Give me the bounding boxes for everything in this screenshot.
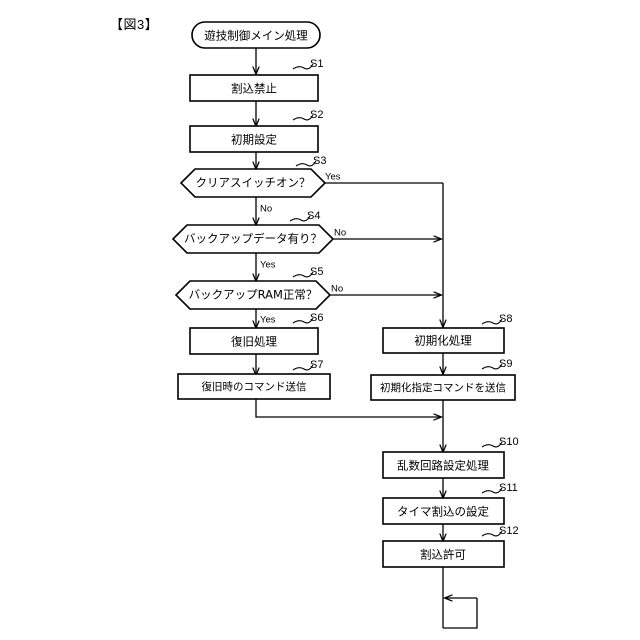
node-s2[interactable]: 初期設定 — [189, 125, 319, 153]
node-s4[interactable]: バックアップデータ有り？ — [171, 224, 335, 254]
node-s10[interactable]: 乱数回路設定処理 — [382, 451, 505, 479]
step-label-s9: S9 — [499, 358, 512, 370]
branch-label-s3-yes: Yes — [325, 172, 341, 183]
node-s9-label: 初期化指定コマンドを送信 — [380, 381, 506, 394]
step-label-s12: S12 — [499, 525, 519, 537]
connector-s7-to-rail — [255, 398, 441, 417]
step-label-s4: S4 — [307, 210, 320, 222]
leader-s2 — [292, 114, 314, 121]
step-label-s3: S3 — [313, 155, 326, 167]
node-s5[interactable]: バックアップRAM正常？ — [174, 280, 332, 310]
node-s1[interactable]: 割込禁止 — [189, 74, 319, 102]
node-s12[interactable]: 割込許可 — [382, 540, 505, 568]
node-s2-label: 初期設定 — [231, 133, 277, 147]
leader-s11 — [481, 487, 503, 494]
node-s4-label: バックアップデータ有り？ — [184, 232, 322, 246]
branch-label-s3-no: No — [260, 204, 272, 215]
step-label-s11: S11 — [499, 482, 518, 494]
node-s11-label: タイマ割込の設定 — [397, 505, 489, 519]
node-s3[interactable]: クリアスイッチオン？ — [179, 168, 327, 198]
node-s7-label: 復旧時のコマンド送信 — [202, 380, 307, 393]
node-s8-label: 初期化処理 — [414, 334, 472, 348]
step-label-s5: S5 — [310, 266, 323, 278]
branch-label-s4-no: No — [334, 228, 346, 239]
step-label-s2: S2 — [310, 109, 323, 121]
leader-s9 — [481, 363, 503, 370]
node-s12-label: 割込許可 — [420, 548, 466, 562]
node-s3-label: クリアスイッチオン？ — [196, 176, 311, 190]
step-label-s6: S6 — [310, 312, 323, 324]
leader-s3 — [295, 160, 317, 167]
branch-label-s4-yes: Yes — [260, 260, 276, 271]
leader-s10 — [481, 441, 503, 448]
figure-title: 【図3】 — [110, 17, 159, 32]
leader-s5 — [292, 271, 314, 278]
branch-label-s5-yes: Yes — [260, 315, 276, 326]
leader-s7 — [292, 364, 314, 371]
step-label-s10: S10 — [499, 436, 519, 448]
leader-s8 — [481, 318, 503, 325]
leader-s6 — [292, 317, 314, 324]
leader-s12 — [481, 530, 503, 537]
branch-label-s5-no: No — [331, 284, 343, 295]
node-s10-label: 乱数回路設定処理 — [397, 459, 489, 473]
node-s1-label: 割込禁止 — [231, 82, 277, 96]
node-s6[interactable]: 復旧処理 — [189, 327, 319, 355]
node-s9[interactable]: 初期化指定コマンドを送信 — [370, 374, 516, 401]
leader-s1 — [292, 63, 314, 70]
node-s5-label: バックアップRAM正常？ — [189, 288, 318, 302]
leader-s4 — [289, 215, 311, 222]
step-label-s1: S1 — [310, 58, 323, 70]
step-label-s7: S7 — [310, 359, 323, 371]
node-start-label: 遊技制御メイン処理 — [204, 29, 308, 43]
connector-loop-right — [443, 598, 478, 629]
node-s8[interactable]: 初期化処理 — [382, 327, 505, 354]
step-label-s8: S8 — [499, 313, 512, 325]
node-s11[interactable]: タイマ割込の設定 — [382, 497, 505, 525]
node-s7[interactable]: 復旧時のコマンド送信 — [177, 373, 331, 400]
node-s6-label: 復旧処理 — [231, 335, 277, 349]
node-start[interactable]: 遊技制御メイン処理 — [191, 21, 321, 49]
